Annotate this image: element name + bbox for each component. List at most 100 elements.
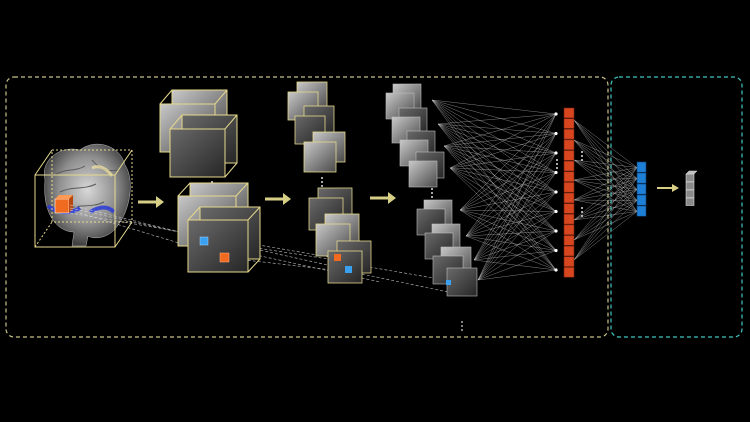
brain-icon [43,143,131,247]
connection-line [431,99,557,173]
connection-line [477,191,557,281]
connection-line [573,189,638,261]
connection-line [573,179,638,201]
dense-unit [563,245,575,257]
connection-line [465,230,557,237]
connection-line [573,119,638,212]
connection-line [459,191,557,211]
connection-line [437,123,557,271]
feature-map [408,160,438,188]
connection-line [573,199,638,201]
connection-line [573,139,638,168]
connection-line [477,152,557,281]
node-dot [554,248,558,253]
output-unit [636,172,647,184]
input-cube-outline [34,149,133,248]
connection-line [449,167,557,232]
output-unit [636,194,647,206]
connection-line [465,211,557,237]
dense-unit [563,224,575,235]
connection-line [459,133,557,211]
connection-line [573,139,638,212]
connection-line [573,167,638,261]
node-dot [554,268,558,272]
connection-line [449,167,557,271]
feature-map [303,131,346,173]
ellipsis-icon [431,188,433,198]
connection-line [443,133,557,147]
connection-line [573,211,638,221]
connection-line [459,209,557,212]
connection-line [477,269,557,281]
output-unit [636,183,647,195]
feature-map [187,206,261,273]
connection-line [473,230,557,261]
node-dot [554,112,558,116]
connection-line [573,189,638,221]
output-unit [636,205,647,217]
dense-unit [563,267,575,278]
prediction-layer [685,170,698,206]
connection-line [573,159,638,190]
dense-unit [563,128,575,140]
connection-line [437,113,557,125]
connection-line [473,133,557,261]
connection-line [459,152,557,211]
connection-line [477,211,557,281]
dense-unit [563,235,575,246]
connection-line [459,209,557,251]
dense-unit [563,160,575,172]
dense-unit [563,256,575,267]
connection-line [477,172,557,281]
node-dot [554,190,558,194]
connection-line [573,178,638,221]
connection-line [473,113,557,261]
connection-line [573,179,638,212]
connection-line [573,178,638,181]
connection-line [431,99,557,193]
dense-unit [563,182,575,193]
connection-line [573,139,638,179]
input-volume [34,143,133,248]
node-dot [554,131,558,136]
connection-line [443,113,557,147]
connection-line [465,172,557,237]
connection-line [573,189,638,201]
connection-line [573,159,638,168]
connection-line [573,159,638,212]
connection-line [573,119,638,190]
ellipsis-icon [461,321,463,331]
node-dot [554,209,558,214]
output-unit [636,161,647,173]
connection-line [573,119,638,201]
feature-map [294,105,335,145]
dense-unit [563,192,575,204]
connection-line [437,123,557,232]
connection-line [473,250,557,261]
connection-line [477,250,557,281]
prediction-unit [685,181,695,190]
ellipsis-icon [321,177,323,187]
classifier-panel [610,76,743,338]
node-dot [554,229,558,233]
conv-block-3 [385,83,478,331]
connection-line [431,99,557,154]
connection-line [459,209,557,232]
connection-line [443,145,557,271]
connection-line [473,152,557,261]
connection-line [465,235,557,271]
connection-line [573,189,638,241]
connection-line [431,99,557,212]
prediction-unit [685,173,695,182]
feature-map [169,114,238,178]
connection-line [477,133,557,281]
dense-unit [563,107,575,119]
patch-orange [334,254,341,261]
prediction-unit [685,197,695,206]
connection-line [573,178,638,201]
connection-line [573,200,638,261]
connection-line [573,178,638,261]
connection-line [573,159,638,201]
conv-block-2 [287,81,372,284]
